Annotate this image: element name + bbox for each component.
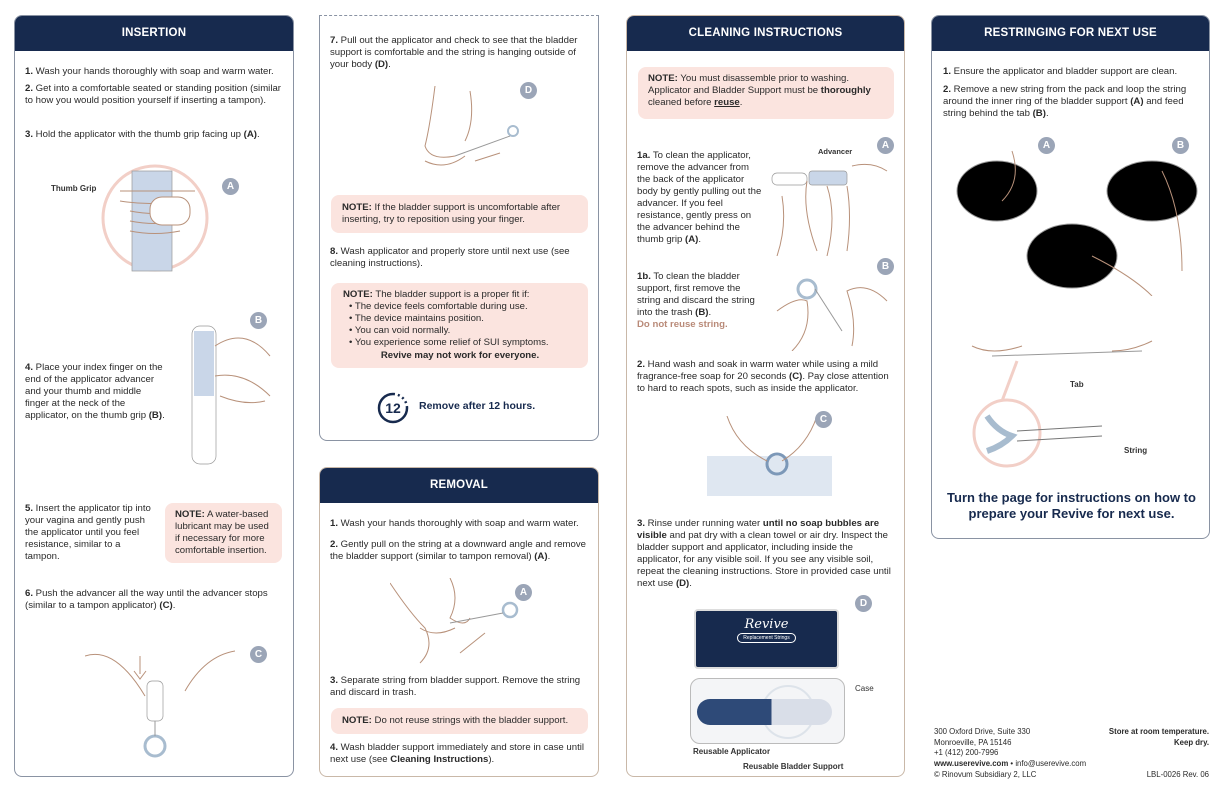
timer-number: 12 [385,400,401,416]
removal-step-2: 2. Gently pull on the string at a downwa… [330,539,587,562]
timer-icon [377,392,409,424]
insertion-title: INSERTION [15,16,293,51]
badge-b: B [877,258,894,275]
fit-bullet: • You can void normally. [349,325,451,336]
restringing-title: RESTRINGING FOR NEXT USE [932,16,1209,51]
bladder-support-label: Reusable Bladder Support [743,762,844,771]
removal-note: NOTE: Do not reuse strings with the blad… [331,708,588,734]
insertion-step-1: 1. Wash your hands thoroughly with soap … [25,66,274,77]
tab-string-detail-illustration [971,340,1153,468]
disassemble-note: NOTE: You must disassemble prior to wash… [638,67,894,119]
storage-instructions: Store at room temperature. Keep dry. [1108,727,1209,747]
company-address: 300 Oxford Drive, Suite 330 Monroeville,… [934,727,1087,768]
string-removal-illustration [776,278,888,351]
fit-bullet: • The device feels comfortable during us… [349,301,528,312]
removal-step-3: 3. Separate string from bladder support.… [330,675,581,698]
turn-page-message: Turn the page for instructions on how to… [947,490,1196,521]
insertion-step-2: 2. Get into a comfortable seated or stan… [25,83,281,106]
fit-bullet: • You experience some relief of SUI symp… [349,337,549,348]
email-link: info@userevive.com [1015,758,1087,768]
insertion-step-6: 6. Push the advancer all the way until t… [25,588,268,611]
cleaning-instructions-link: Cleaning Instructions [390,754,489,765]
insertion-step-3: 3. Hold the applicator with the thumb gr… [25,129,260,140]
applicator-label: Reusable Applicator [693,747,771,756]
removal-step-1: 1. Wash your hands thoroughly with soap … [330,518,579,529]
cleaning-panel: CLEANING INSTRUCTIONS NOTE: You must dis… [626,15,905,777]
applicator-in-case [697,699,832,725]
fit-bullet: • The device maintains position. [349,313,484,324]
thumb-grip-illustration [101,164,209,272]
badge-a: A [1038,137,1055,154]
advancer-label: Advancer [818,147,853,156]
badge-a: A [877,137,894,154]
insertion-panel: INSERTION 1. Wash your hands thoroughly … [14,15,294,777]
fit-disclaimer: Revive may not work for everyone. [380,350,540,361]
badge-c: C [815,411,832,428]
step-7: 7. Pull out the applicator and check to … [330,35,578,70]
badge-a: A [515,584,532,601]
thumb-grip-label: Thumb Grip [51,184,97,193]
removal-panel: REMOVAL 1. Wash your hands thoroughly wi… [319,467,599,777]
cleaning-step-2: 2. Hand wash and soak in warm water whil… [637,359,889,394]
badge-a: A [222,178,239,195]
badge-c: C [250,646,267,663]
badge-b: B [1172,137,1189,154]
proper-fit-note: NOTE: The bladder support is a proper fi… [331,283,588,368]
insertion-step-5: 5. Insert the applicator tip into your v… [25,503,151,562]
cleaning-step-3: 3. Rinse under running water until no so… [637,518,891,589]
removal-illustration [390,578,519,664]
case-label: Case [855,684,874,693]
fit-check-panel: 7. Pull out the applicator and check to … [319,15,599,441]
restringing-step-1: 1. Ensure the applicator and bladder sup… [943,66,1178,77]
website-link: www.userevive.com [934,758,1009,768]
pull-out-illustration [424,86,519,166]
badge-b: B [250,312,267,329]
timer-text: Remove after 12 hours. [419,400,536,412]
step-8: 8. Wash applicator and properly store un… [330,246,570,269]
restringing-illustration [956,150,1198,296]
copyright: © Rinovum Subsidiary 2, LLC [934,770,1037,779]
insertion-note: NOTE: A water-based lubricant may be use… [165,503,282,563]
advancer-push-illustration [85,650,235,758]
case-brand: Revive [744,617,789,632]
cleaning-title: CLEANING INSTRUCTIONS [627,16,904,51]
advancer-removal-illustration [771,163,888,256]
cleaning-step-1a: 1a. To clean the applicator, remove the … [637,150,762,245]
restringing-step-2: 2. Remove a new string from the pack and… [943,84,1187,119]
badge-d: D [855,595,872,612]
string-warning: Do not reuse string. [637,319,728,330]
insertion-step-4: 4. Place your index finger on the end of… [25,362,165,421]
storage-case-base [690,678,845,744]
restringing-panel: RESTRINGING FOR NEXT USE 1. Ensure the a… [931,15,1210,539]
case-pill: Replacement Strings [737,633,796,643]
document-id: LBL-0026 Rev. 06 [1146,770,1209,779]
cleaning-step-1b: 1b. To clean the bladder support, first … [637,271,757,331]
tab-label: Tab [1070,380,1084,389]
applicator-grip-illustration [191,325,271,465]
storage-case-lid: Revive Replacement Strings [694,609,839,669]
removal-step-4: 4. Wash bladder support immediately and … [330,742,585,765]
string-label: String [1124,446,1148,455]
badge-d: D [520,82,537,99]
reposition-note: NOTE: If the bladder support is uncomfor… [331,195,588,233]
removal-title: REMOVAL [320,468,598,503]
hand-wash-illustration [707,416,832,496]
